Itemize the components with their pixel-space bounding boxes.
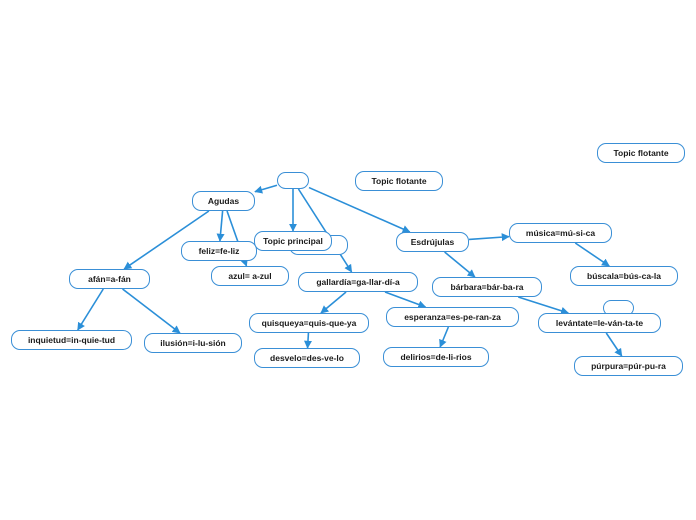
topic-buscala[interactable]: búscala=bús-ca-la — [570, 266, 678, 286]
topic-gallardia[interactable]: gallardía=ga-llar-dí-a — [298, 272, 418, 292]
topic-feliz[interactable]: feliz=fe-liz — [181, 241, 257, 261]
topic-afan[interactable]: afán=a-fán — [69, 269, 150, 289]
topic-purpura[interactable]: púrpura=púr-pu-ra — [574, 356, 683, 376]
central-topic-node[interactable] — [277, 172, 309, 189]
connector-center-agudas — [254, 184, 278, 194]
topic-barbara[interactable]: bárbara=bár-ba-ra — [432, 277, 542, 297]
connector-center-esdrujulas — [308, 186, 411, 233]
connector-afan-ilusion — [122, 288, 181, 334]
topic-delirios[interactable]: delirios=de-li-rios — [383, 347, 489, 367]
connector-levantate-purpura — [605, 332, 623, 357]
topic-esperanza[interactable]: esperanza=es-pe-ran-za — [386, 307, 519, 327]
connector-agudas-afan — [123, 210, 210, 270]
topic-agudas[interactable]: Agudas — [192, 191, 255, 211]
connector-esperanza-delirios — [439, 326, 450, 348]
topic-ilusion[interactable]: ilusión=i-lu-sión — [144, 333, 242, 353]
connector-afan-inquietud — [77, 288, 104, 331]
connector-quisqueya-desvelo — [303, 332, 312, 349]
topic-esdrujulas[interactable]: Esdrújulas — [396, 232, 469, 252]
connector-esdrujulas-musica — [468, 233, 510, 242]
topic-desvelo[interactable]: desvelo=des-ve-lo — [254, 348, 360, 368]
connector-esdrujulas-barbara — [444, 251, 476, 278]
floating-topic[interactable]: Topic flotante — [355, 171, 443, 191]
topic-principal[interactable]: Topic principal — [254, 231, 332, 251]
floating-topic[interactable]: Topic flotante — [597, 143, 685, 163]
topic-musica[interactable]: música=mú-si-ca — [509, 223, 612, 243]
connector-musica-buscala — [574, 242, 610, 267]
topic-inquietud[interactable]: inquietud=in-quie-tud — [11, 330, 132, 350]
topic-quisqueya[interactable]: quisqueya=quis-que-ya — [249, 313, 369, 333]
topic-azul[interactable]: azul= a-zul — [211, 266, 289, 286]
connector-barbara-levantate — [518, 296, 570, 315]
topic-levantate[interactable]: levántate=le-ván-ta-te — [538, 313, 661, 333]
connector-agudas-feliz — [216, 210, 225, 242]
connector-center-gallardia — [297, 188, 353, 273]
connector-gallardia-esperanza — [384, 291, 427, 309]
connector-gallardia-quisqueya — [320, 291, 347, 314]
